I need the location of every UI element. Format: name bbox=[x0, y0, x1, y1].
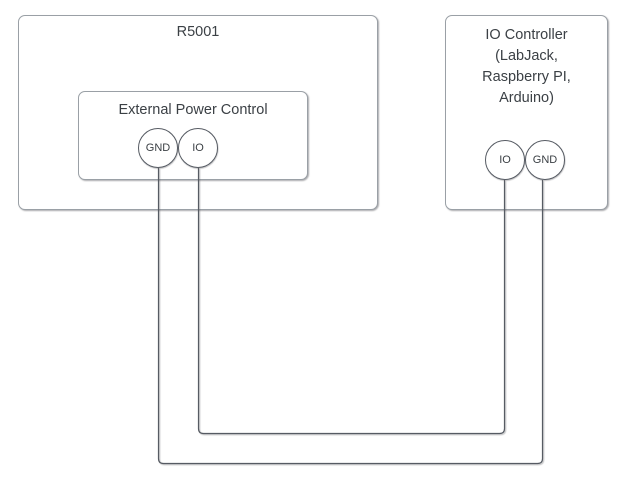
io-controller-title-line-2: (LabJack, bbox=[495, 48, 558, 64]
port-gnd-io-controller: GND bbox=[525, 140, 565, 180]
port-io-io-controller: IO bbox=[485, 140, 525, 180]
io-controller-box: IO Controller (LabJack, Raspberry PI, Ar… bbox=[445, 15, 608, 210]
io-controller-title-line-1: IO Controller bbox=[485, 27, 568, 43]
io-controller-title-line-3: Raspberry PI, bbox=[482, 69, 571, 85]
io-controller-title: IO Controller (LabJack, Raspberry PI, Ar… bbox=[446, 25, 607, 109]
port-io-io-controller-label: IO bbox=[499, 154, 511, 166]
port-gnd-io-controller-label: GND bbox=[532, 154, 558, 166]
port-io-external-power-control: IO bbox=[178, 128, 218, 168]
port-gnd-external-power-control-label: GND bbox=[145, 142, 171, 154]
io-controller-title-line-4: Arduino) bbox=[499, 90, 554, 106]
port-io-external-power-control-label: IO bbox=[192, 142, 204, 154]
r5001-title: R5001 bbox=[176, 24, 220, 40]
external-power-control-title: External Power Control bbox=[118, 102, 268, 118]
port-gnd-external-power-control: GND bbox=[138, 128, 178, 168]
gnd-to-gnd-wire bbox=[157, 168, 544, 465]
